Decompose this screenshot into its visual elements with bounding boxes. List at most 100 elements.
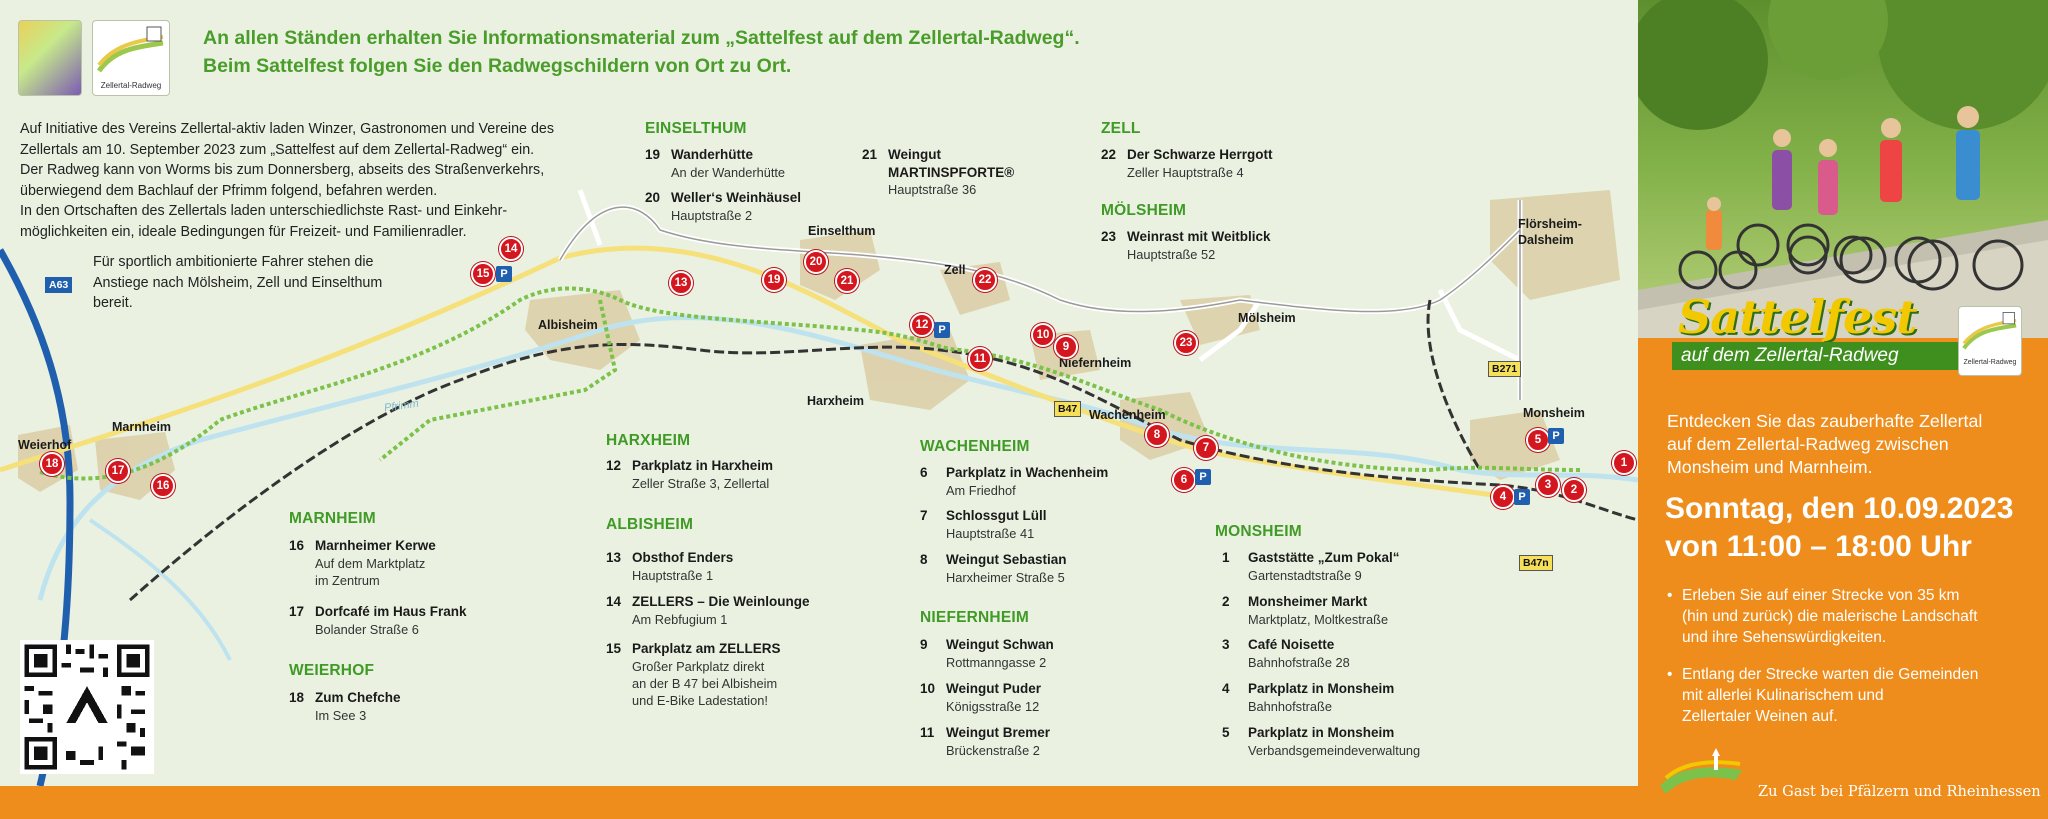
section-title-niefernheim: NIEFERNHEIM [920,609,1029,626]
entry-address: Rottmanngasse 2 [946,655,1047,670]
map-pin-19[interactable]: 19 [762,268,786,292]
info-panel: Sattelfest auf dem Zellertal-Radweg Zell… [1638,0,2048,819]
intro-line: Zellertals am 10. September 2023 zum „Sa… [20,141,535,158]
map-pin-7[interactable]: 7 [1194,436,1218,460]
map-pin-6[interactable]: 6 [1172,468,1196,492]
route-map [0,189,1638,786]
map-pin-16[interactable]: 16 [151,474,175,498]
map-pin-22[interactable]: 22 [973,268,997,292]
entry-number: 1 [1222,550,1230,565]
entry-number: 9 [920,637,928,652]
entry-name: Weingut Bremer [946,725,1051,740]
map-pin-21[interactable]: 21 [835,269,859,293]
entry-address: Harxheimer Straße 5 [946,570,1065,585]
entry-number: 8 [920,552,928,567]
entry-name: Obsthof Enders [632,550,734,565]
town-marnheim: Marnheim [112,420,172,434]
radweg-logo-caption: Zellertal-Radweg [100,81,162,90]
parking-icon: P [1195,469,1211,485]
map-pin-14[interactable]: 14 [499,237,523,261]
map-pin-2[interactable]: 2 [1562,478,1586,502]
zellertal-aktiv-logo [1656,746,1746,808]
entry-address: im Zentrum [315,573,380,588]
intro-line: Auf Initiative des Vereins Zellertal-akt… [20,121,555,137]
event-intro: Entdecken Sie das zauberhafte Zellertal … [1667,410,1982,479]
entry-number: 13 [606,550,622,565]
section-title-einselthum: EINSELTHUM [645,120,747,137]
entry-address: Bahnhofstraße 28 [1248,655,1350,670]
map-pin-1[interactable]: 1 [1612,451,1636,475]
section-title-harxheim: HARXHEIM [606,432,691,449]
sattelfest-poster-logo [18,20,82,96]
entry-number: 22 [1101,147,1117,162]
road-b271: B271 [1488,361,1522,377]
entry-name: Gaststätte „Zum Pokal“ [1248,550,1400,565]
town-area-monsheim [1470,410,1560,480]
map-pin-18[interactable]: 18 [40,452,64,476]
intro-line: Der Radweg kann von Worms bis zum Donner… [20,162,545,178]
entry-address: Marktplatz, Moltkestraße [1248,612,1389,627]
map-pin-12[interactable]: 12 [910,313,934,337]
bullet-line: Entlang der Strecke warten die Gemeinden [1682,666,1979,683]
map-pin-10[interactable]: 10 [1031,323,1055,347]
section-title-zell: ZELL [1101,120,1141,137]
map-pin-5[interactable]: 5 [1526,428,1550,452]
town-albisheim: Albisheim [538,318,598,332]
map-pin-11[interactable]: 11 [968,347,992,371]
event-intro-line: auf dem Zellertal-Radweg zwischen [1667,434,1949,454]
railway-line [129,342,1638,602]
town-moelsheim: Mölsheim [1238,311,1296,325]
section-title-albisheim: ALBISHEIM [606,516,694,533]
entry-name: ZELLERS – Die Weinlounge [632,594,810,609]
entry-address: Bolander Straße 6 [315,622,419,637]
town-floersheim: Flörsheim- Dalsheim [1518,217,1582,247]
map-pin-3[interactable]: 3 [1536,473,1560,497]
entry-number: 6 [920,465,928,480]
town-einselthum: Einselthum [808,224,876,238]
entry-number: 15 [606,641,622,656]
event-intro-line: Monsheim und Marnheim. [1667,457,1873,477]
entry-name: Parkplatz in Harxheim [632,458,774,473]
entry-number: 4 [1222,681,1230,696]
entry-number: 5 [1222,725,1230,740]
entry-number: 12 [606,458,622,473]
event-time: von 11:00 – 18:00 Uhr [1665,530,1972,563]
map-pin-13[interactable]: 13 [669,271,693,295]
entry-name: Weinrast mit Weitblick [1127,229,1271,244]
entry-address: Im See 3 [315,708,367,723]
sport-line: Anstiege nach Mölsheim, Zell und Einselt… [93,274,383,291]
map-pin-9[interactable]: 9 [1054,335,1078,359]
headline-line-2: Beim Sattelfest folgen Sie den Radwegsch… [203,55,792,77]
entry-number: 7 [920,508,928,523]
map-pin-23[interactable]: 23 [1174,331,1198,355]
entry-name: Monsheimer Markt [1248,594,1368,609]
map-pin-15[interactable]: 15 [471,262,495,286]
section-title-weierhof: WEIERHOF [289,662,375,679]
bullet-line: (hin und zurück) die malerische Landscha… [1682,608,1978,625]
entry-name: Wanderhütte [671,147,753,162]
bullet-text: Entlang der Strecke warten die Gemeinden… [1682,664,1978,727]
map-pin-20[interactable]: 20 [804,250,828,274]
entry-address: an der B 47 bei Albisheim [632,676,778,691]
map-pin-8[interactable]: 8 [1145,423,1169,447]
section-title-wachenheim: WACHENHEIM [920,438,1030,455]
entry-address: Am Rebfugium 1 [632,612,728,627]
entry-number: 21 [862,147,878,162]
map-pin-17[interactable]: 17 [106,459,130,483]
entry-number: 2 [1222,594,1230,609]
sport-line: bereit. [93,295,133,311]
intro-line: überwiegend dem Bachlauf der Pfrimm folg… [20,182,438,199]
section-title-monsheim: MONSHEIM [1215,523,1302,540]
entry-address: Hauptstraße 2 [671,208,753,223]
qr-code[interactable] [20,640,154,774]
bullet-dot: • [1667,587,1673,604]
town-harxheim: Harxheim [807,394,864,408]
parking-icon: P [1548,428,1564,444]
entry-address: Am Friedhof [946,483,1016,498]
entry-name: Marnheimer Kerwe [315,538,436,553]
map-pin-4[interactable]: 4 [1491,485,1515,509]
entry-address: Hauptstraße 36 [888,182,977,197]
event-intro-line: Entdecken Sie das zauberhafte Zellertal [1667,411,1983,431]
entry-number: 20 [645,190,661,205]
entry-name: Der Schwarze Herrgott [1127,147,1273,162]
